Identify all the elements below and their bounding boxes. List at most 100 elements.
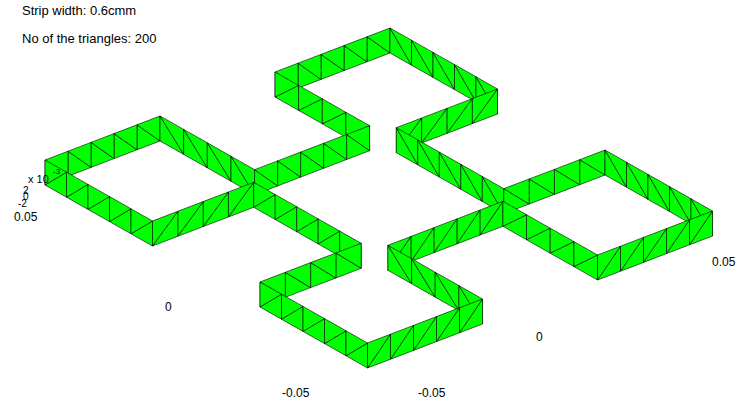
x-tick-label: 0 bbox=[536, 331, 543, 343]
axis-exponent: x 10 bbox=[28, 174, 49, 185]
mesh-triangle bbox=[160, 116, 184, 154]
mesh-triangle bbox=[391, 325, 414, 359]
mesh-triangle bbox=[480, 201, 503, 235]
mesh-triangle bbox=[412, 259, 436, 298]
mesh-triangle bbox=[390, 28, 412, 65]
mesh-triangle bbox=[311, 253, 336, 278]
mesh-triangle bbox=[344, 37, 367, 62]
axis-exponent-power: -3 bbox=[53, 168, 60, 176]
mesh-triangle bbox=[301, 143, 324, 168]
mesh-triangle bbox=[605, 150, 627, 187]
mesh-triangle bbox=[644, 229, 667, 263]
mesh-triangle bbox=[627, 162, 649, 199]
mesh-triangle bbox=[346, 331, 368, 356]
mesh-triangle bbox=[605, 150, 627, 187]
mesh-triangle bbox=[325, 319, 347, 344]
x-tick-label: -0.05 bbox=[418, 387, 445, 399]
mesh-triangle bbox=[434, 219, 457, 253]
mesh-triangle bbox=[114, 125, 137, 150]
mesh-triangle bbox=[153, 211, 178, 246]
mesh-triangle bbox=[439, 152, 461, 189]
mesh-triangle bbox=[299, 85, 323, 110]
mesh-triangle bbox=[275, 195, 297, 220]
mesh-triangle bbox=[503, 201, 527, 226]
mesh-triangle bbox=[347, 126, 370, 151]
mesh-triangle bbox=[318, 219, 340, 244]
mesh-triangle bbox=[396, 128, 418, 165]
mesh-triangle bbox=[411, 228, 434, 262]
mesh-triangle bbox=[447, 99, 472, 134]
mesh-triangle bbox=[321, 46, 344, 71]
mesh-triangle bbox=[433, 52, 455, 89]
mesh-triangle bbox=[580, 150, 605, 175]
mesh-triangle bbox=[414, 317, 437, 351]
mesh-triangle bbox=[574, 242, 598, 267]
mesh-triangle bbox=[184, 129, 208, 167]
mesh-triangle bbox=[434, 219, 457, 253]
mesh-triangle bbox=[529, 169, 554, 194]
mesh-triangle bbox=[422, 108, 447, 143]
mesh-triangle bbox=[667, 220, 690, 254]
mesh-triangle bbox=[275, 72, 299, 97]
mesh-triangle bbox=[457, 210, 480, 244]
mesh-triangle bbox=[88, 184, 110, 209]
mesh-triangle bbox=[203, 192, 228, 227]
mesh-triangle bbox=[435, 272, 459, 310]
mesh-triangle bbox=[460, 299, 483, 333]
mesh-triangle bbox=[412, 40, 434, 77]
mesh-triangle bbox=[396, 128, 418, 165]
mesh-triangle bbox=[137, 116, 160, 141]
mesh-triangle bbox=[455, 65, 477, 102]
mesh-triangle bbox=[68, 142, 91, 167]
mesh-triangle bbox=[480, 201, 503, 235]
mesh-triangle bbox=[422, 108, 447, 143]
mesh-triangle bbox=[322, 99, 346, 124]
mesh-triangle bbox=[504, 179, 529, 204]
mesh-triangle bbox=[336, 243, 361, 268]
mesh-triangle bbox=[455, 65, 477, 102]
mesh-triangle bbox=[460, 299, 483, 333]
mesh-triangle bbox=[621, 237, 644, 271]
mesh-triangle bbox=[278, 152, 301, 177]
mesh-triangle bbox=[472, 89, 497, 124]
mesh-triangle bbox=[472, 89, 497, 124]
mesh-triangle bbox=[461, 164, 483, 201]
mesh-triangle bbox=[670, 187, 692, 224]
mesh-triangle bbox=[447, 99, 472, 134]
mesh-triangle bbox=[298, 54, 321, 79]
mesh-triangle bbox=[367, 28, 390, 53]
mesh-triangle bbox=[67, 172, 89, 197]
mesh-triangle bbox=[598, 246, 621, 280]
mesh-triangle bbox=[527, 215, 551, 240]
mesh-triangle bbox=[412, 40, 434, 77]
mesh-triangle bbox=[178, 202, 203, 237]
mesh-triangle bbox=[670, 187, 692, 224]
mesh-triangle bbox=[390, 28, 412, 65]
mesh-triangle bbox=[282, 294, 304, 319]
mesh-triangle bbox=[184, 129, 208, 167]
mesh-triangle bbox=[554, 160, 579, 185]
annotation-text: Strip width: 0.6cmm bbox=[22, 4, 136, 17]
mesh-triangle bbox=[153, 211, 178, 246]
mesh-triangle bbox=[297, 207, 319, 232]
mesh-triangle bbox=[260, 282, 282, 307]
mesh-triangle bbox=[303, 306, 325, 331]
mesh-triangle bbox=[644, 229, 667, 263]
mesh-triangle bbox=[131, 209, 153, 234]
mesh-triangle bbox=[418, 140, 440, 177]
mesh-triangle bbox=[437, 308, 460, 342]
mesh-triangle bbox=[690, 211, 713, 245]
mesh-triangle bbox=[228, 182, 253, 217]
mesh-triangle bbox=[228, 182, 253, 217]
z-tick-label: -2 bbox=[18, 199, 27, 209]
mesh-triangle bbox=[368, 334, 391, 368]
mesh-triangle bbox=[391, 325, 414, 359]
mesh-triangle bbox=[621, 237, 644, 271]
mesh-triangle bbox=[690, 211, 713, 245]
mesh-triangle bbox=[412, 259, 436, 298]
mesh-triangle bbox=[324, 135, 347, 160]
y-tick-label: 0.05 bbox=[14, 211, 37, 223]
mesh-triangle bbox=[178, 202, 203, 237]
